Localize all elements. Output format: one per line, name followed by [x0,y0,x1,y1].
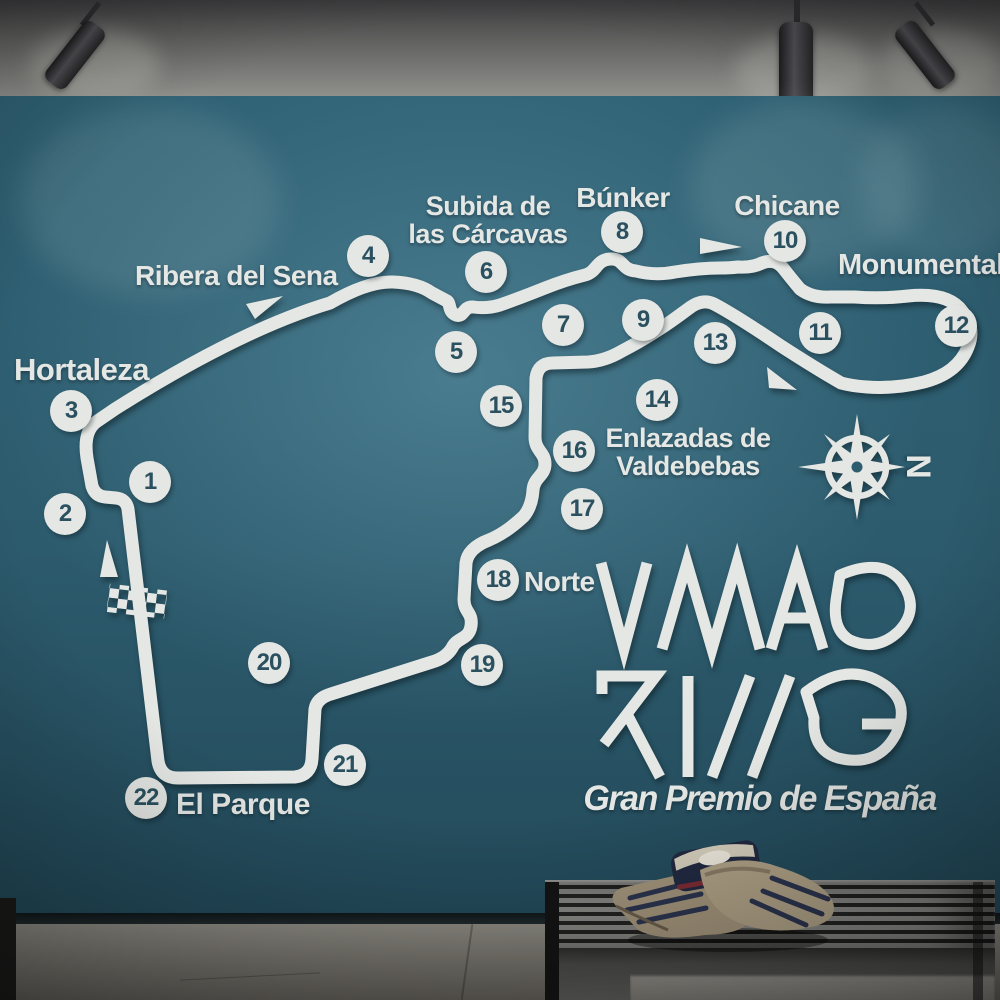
compass-north-letter: N [898,454,937,479]
label-enlazadas-line1: Enlazadas de [605,423,771,453]
label-subida-line2: las Cárcavas [408,218,568,249]
floor-mark [180,972,320,981]
corner-marker-6: 6 [465,251,507,293]
corner-marker-11: 11 [799,312,841,354]
direction-arrow-start-straight [100,540,118,577]
label-chicane: Chicane [734,190,840,221]
corner-marker-5: 5 [435,331,477,373]
label-monumental: Monumental [838,249,1000,281]
start-finish-line [106,583,168,619]
corner-marker-14: 14 [636,379,678,421]
corner-marker-15: 15 [480,385,522,427]
label-bunker: Búnker [576,182,670,213]
corner-marker-19: 19 [461,644,503,686]
label-enlazadas: Enlazadas de Valdebebas [605,423,771,481]
corner-marker-3: 3 [50,390,92,432]
wall-corner-shadow [0,898,16,1000]
label-norte: Norte [524,566,595,597]
corner-marker-12: 12 [935,305,977,347]
corner-marker-20: 20 [248,642,290,684]
compass-rose-icon [798,414,905,520]
logo-glyph-d [829,561,916,650]
bench-front-panel [630,974,995,1000]
logo-glyph-a [765,543,829,651]
corner-marker-2: 2 [44,493,86,535]
gran-premio-text: Gran Premio de España [583,779,937,818]
corner-marker-22: 22 [125,777,167,819]
label-subida: Subida de las Cárcavas [408,191,568,249]
corner-marker-4: 4 [347,235,389,277]
logo-glyph-n [706,674,796,779]
bench-slats [545,880,995,950]
corner-marker-1: 1 [129,461,171,503]
logo-glyph-m2 [656,542,766,669]
corner-marker-10: 10 [764,220,806,262]
corner-marker-7: 7 [542,304,584,346]
direction-arrow-monumental [767,367,797,390]
corner-marker-18: 18 [477,559,519,601]
corner-marker-21: 21 [324,744,366,786]
logo-glyph-m1 [595,561,653,671]
corner-marker-13: 13 [694,322,736,364]
direction-arrow-chicane [700,238,742,254]
label-hortaleza: Hortaleza [14,352,150,387]
label-subida-line1: Subida de [425,191,551,221]
corner-marker-8: 8 [601,211,643,253]
madring-logo [595,542,916,780]
logo-glyph-g [800,668,907,766]
bench-leg-left [545,882,559,1000]
logo-glyph-r [596,670,668,780]
bench-leg-right [973,882,983,1000]
metal-bench [545,880,995,1000]
label-enlazadas-line2: Valdebebas [616,450,760,481]
label-ribera: Ribera del Sena [135,260,338,291]
corner-marker-16: 16 [553,430,595,472]
floor-seam [460,924,474,1000]
corner-marker-17: 17 [561,488,603,530]
label-el-parque: El Parque [176,788,310,821]
corner-marker-9: 9 [622,299,664,341]
